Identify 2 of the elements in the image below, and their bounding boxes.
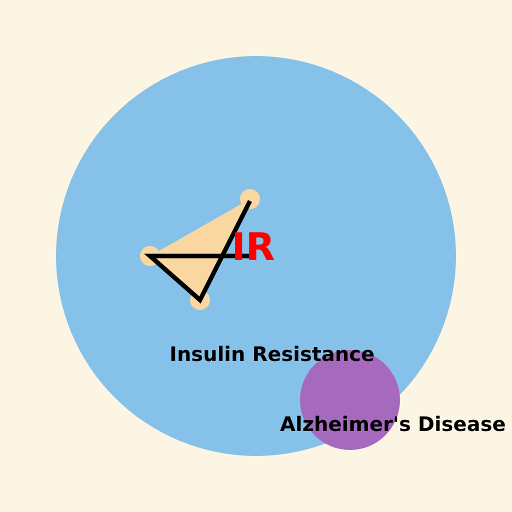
abbreviation-text: IR xyxy=(232,228,275,266)
circle-label: Insulin Resistance xyxy=(170,344,375,364)
